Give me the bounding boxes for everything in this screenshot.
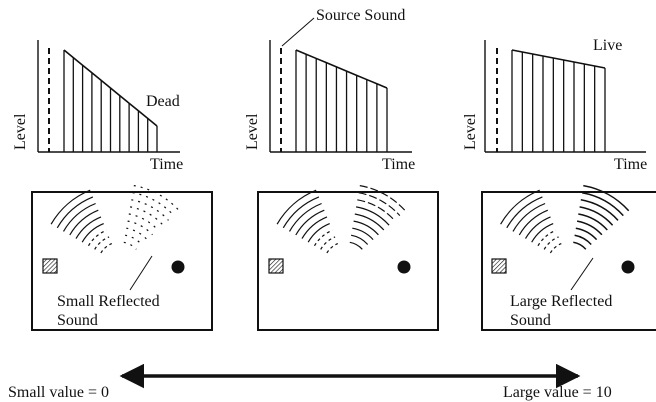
wave-incident-live <box>524 216 551 239</box>
room-live-listener <box>621 260 635 274</box>
room-live-speaker <box>491 258 507 274</box>
wave-incident-medium <box>295 209 325 236</box>
wave-reflected-dead <box>126 227 148 241</box>
wave-reflected-dead <box>131 199 169 221</box>
wave-reflected-medium <box>350 234 369 245</box>
wave-reflected-medium <box>354 213 385 231</box>
wave-incident-medium <box>301 216 328 239</box>
wave-reflected-live <box>581 191 624 217</box>
wave-reflected-medium <box>352 227 374 241</box>
room-live-caption-leader <box>570 257 594 291</box>
room-dead-caption-leader <box>129 255 153 291</box>
room-dead-sound-waves <box>50 185 180 254</box>
wave-incident-medium <box>288 202 322 232</box>
wave-reflected-live <box>579 206 614 226</box>
room-medium-frame <box>257 191 439 331</box>
graph-dead: Level Time Dead <box>12 40 183 173</box>
room-dead-frame <box>31 191 213 331</box>
wave-incident-live <box>500 189 540 225</box>
graph-live-xlabel: Time <box>614 156 647 173</box>
graph-dead-decay-bars <box>63 49 158 152</box>
wave-reflected-medium <box>349 241 363 250</box>
wave-incident-live <box>543 236 559 250</box>
wave-reflected-medium <box>355 206 390 226</box>
wave-reflected-live <box>580 199 619 221</box>
wave-incident-live <box>537 229 557 247</box>
wave-reflected-live <box>573 241 587 250</box>
graph-live-tag: Live <box>593 37 622 54</box>
value-scale-max-label: Large value = 10 <box>503 384 612 401</box>
wave-reflected-live <box>576 220 603 236</box>
wave-reflected-medium <box>353 220 379 236</box>
value-scale-min-label: Small value = 0 <box>8 384 109 401</box>
wave-incident-dead <box>94 236 110 250</box>
graph-dead-ylabel: Level <box>12 113 29 150</box>
graph-live: Level Time Live <box>462 37 647 173</box>
room-dead-caption-line2: Sound <box>57 312 98 329</box>
wave-incident-medium <box>282 196 320 229</box>
graph-medium-ylabel: Level <box>244 113 261 150</box>
wave-incident-medium <box>276 189 317 225</box>
graph-live-decay-bars <box>511 49 606 152</box>
room-live-caption-line1: Large Reflected <box>510 293 612 310</box>
wave-reflected-medium <box>357 199 395 221</box>
wave-reflected-dead <box>127 220 153 236</box>
room-dead-caption-line1: Small Reflected <box>57 293 160 310</box>
wave-reflected-live <box>578 213 608 231</box>
wave-reflected-dead <box>124 234 143 245</box>
room-dead-listener <box>171 260 185 274</box>
wave-incident-live <box>518 209 549 236</box>
wave-reflected-dead <box>133 185 180 212</box>
graph-dead-tag: Dead <box>146 93 180 110</box>
room-medium-listener <box>397 260 411 274</box>
graph-medium: Level Time Source Sound <box>244 7 415 173</box>
wave-incident-medium <box>326 243 339 254</box>
wave-incident-dead <box>69 209 99 236</box>
room-live-sound-waves <box>500 184 630 254</box>
wave-incident-dead <box>81 223 104 243</box>
wave-reflected-live <box>583 184 630 212</box>
wave-incident-dead <box>62 202 96 232</box>
wave-reflected-dead <box>123 241 137 250</box>
wave-incident-medium <box>313 229 333 247</box>
room-medium-speaker <box>268 258 284 274</box>
wave-reflected-dead <box>129 206 164 226</box>
decay-envelope-medium <box>295 49 388 89</box>
wave-incident-dead <box>87 229 107 247</box>
wave-reflected-medium <box>359 185 406 212</box>
value-scale: Small value = 0 Large value = 10 <box>8 363 612 401</box>
wave-incident-live <box>512 202 546 232</box>
graph-live-ylabel: Level <box>462 113 479 150</box>
room-medium <box>257 185 439 331</box>
wave-incident-live <box>549 243 562 254</box>
wave-incident-dead <box>75 216 102 239</box>
decay-envelope-live <box>511 49 606 69</box>
source-sound-leader <box>281 17 315 47</box>
wave-incident-medium <box>320 236 336 250</box>
graph-medium-xlabel: Time <box>382 156 415 173</box>
room-dead: Small Reflected Sound <box>31 185 213 331</box>
room-live-frame <box>481 191 656 331</box>
wave-incident-medium <box>307 223 330 243</box>
graph-medium-decay-bars <box>295 49 388 152</box>
graph-medium-tag: Source Sound <box>316 7 405 24</box>
room-medium-sound-waves <box>276 185 406 254</box>
wave-incident-live <box>506 196 543 229</box>
wave-incident-live <box>531 223 554 243</box>
wave-incident-dead <box>56 196 94 229</box>
wave-reflected-live <box>575 227 598 241</box>
graph-dead-xlabel: Time <box>150 156 183 173</box>
decay-envelope-dead <box>63 49 158 127</box>
wave-reflected-dead <box>128 213 159 231</box>
wave-reflected-live <box>574 234 592 246</box>
wave-incident-dead <box>100 243 113 254</box>
wave-reflected-dead <box>132 192 175 217</box>
wave-incident-dead <box>50 189 91 225</box>
room-live-caption-line2: Sound <box>510 312 551 329</box>
wave-reflected-medium <box>358 192 401 217</box>
room-live: Large Reflected Sound <box>481 184 656 331</box>
room-dead-speaker <box>42 258 58 274</box>
